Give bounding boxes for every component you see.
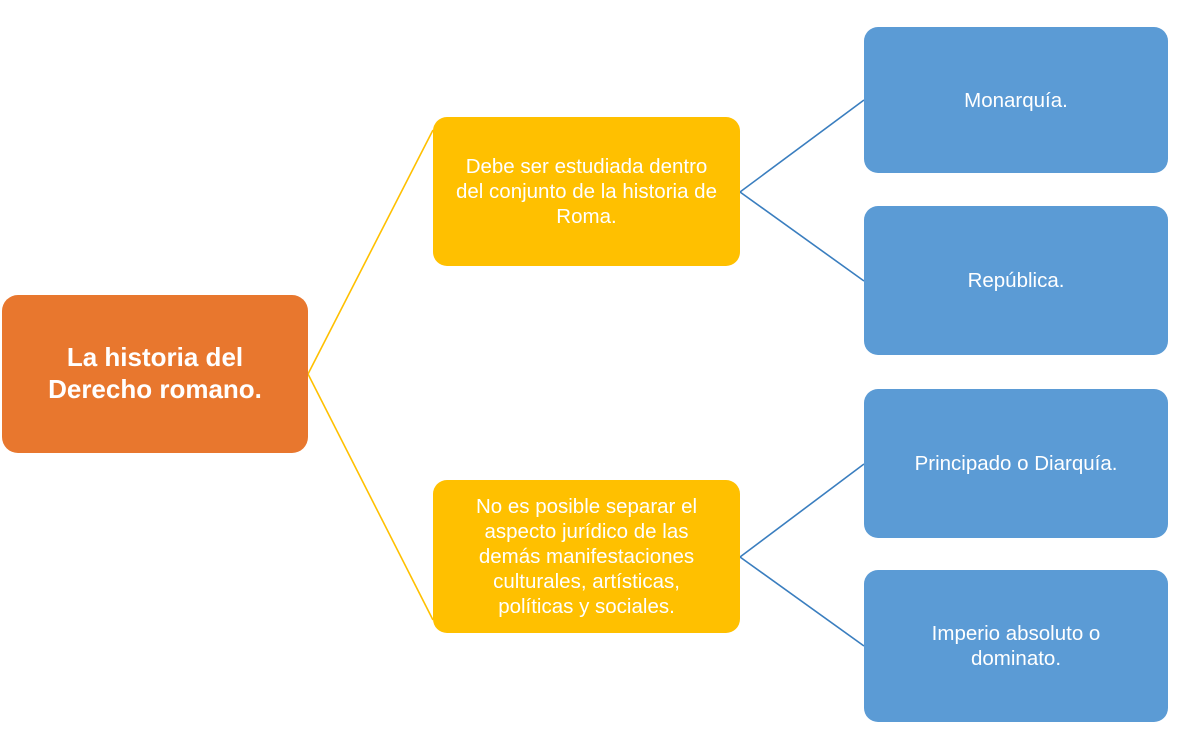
- root-node[interactable]: La historia del Derecho romano.: [2, 295, 308, 453]
- leaf-node-monarquia-label: Monarquía.: [964, 88, 1068, 112]
- connector-branch-2-to-imperio: [739, 556, 865, 647]
- leaf-node-imperio-label: Imperio absoluto o dominato.: [931, 622, 1101, 670]
- leaf-node-imperio[interactable]: Imperio absoluto o dominato.: [864, 570, 1168, 722]
- root-node-label: La historia del Derecho romano.: [48, 342, 262, 404]
- branch-node-1[interactable]: Debe ser estudiada dentro del conjunto d…: [433, 117, 740, 266]
- leaf-node-principado-label: Principado o Diarquía.: [914, 452, 1118, 475]
- branch-node-2[interactable]: No es posible separar el aspecto jurídic…: [433, 480, 740, 633]
- branch-node-1-label: Debe ser estudiada dentro del conjunto d…: [456, 155, 717, 228]
- branch-node-2-label: No es posible separar el aspecto jurídic…: [475, 495, 698, 618]
- connector-root-to-branch-2: [307, 373, 434, 621]
- connector-branch-2-to-principado: [739, 463, 865, 558]
- connector-branch-1-to-republica: [739, 191, 865, 282]
- connector-branch-1-to-monarquia: [739, 99, 865, 193]
- leaf-node-republica-label: República.: [967, 269, 1065, 292]
- leaf-node-republica[interactable]: República.: [864, 206, 1168, 355]
- leaf-node-monarquia[interactable]: Monarquía.: [864, 27, 1168, 173]
- leaf-node-principado[interactable]: Principado o Diarquía.: [864, 389, 1168, 538]
- connector-root-to-branch-1: [307, 129, 434, 375]
